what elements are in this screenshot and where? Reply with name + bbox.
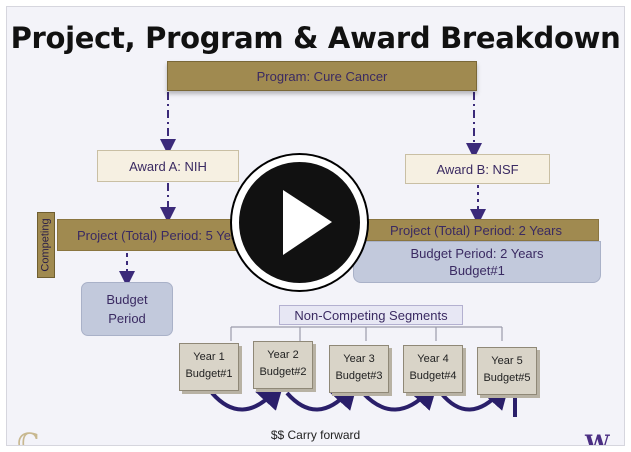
award-b-box: Award B: NSF (405, 154, 550, 184)
year-budget: Budget#4 (409, 370, 457, 382)
carry-forward-arrows (210, 380, 517, 417)
competing-text: Competing (40, 218, 53, 272)
competing-label: Competing (37, 212, 55, 278)
play-button[interactable] (232, 155, 367, 290)
carry-forward-caption: $$ Carry forward (270, 428, 361, 442)
year-budget: Budget#1 (185, 368, 233, 380)
year-box: Year 3 Budget#3 (329, 345, 389, 393)
project-b-period: Project (Total) Period: 2 Years (353, 219, 599, 241)
budget-a-line1: Budget (106, 292, 148, 307)
budget-a-line2: Period (108, 311, 146, 326)
year-label: Year 1 (193, 351, 225, 363)
year-label: Year 2 (267, 349, 299, 361)
year-label: Year 4 (417, 353, 449, 365)
budget-b-line2: Budget#1 (449, 263, 505, 278)
budget-a-box: Budget Period (81, 282, 173, 336)
award-a-box: Award A: NIH (97, 150, 239, 182)
slide: Project, Program & Award Breakdown (6, 6, 625, 446)
budget-b-box: Budget Period: 2 Years Budget#1 (353, 241, 601, 283)
year-box: Year 5 Budget#5 (477, 347, 537, 395)
year-label: Year 3 (343, 353, 375, 365)
program-box: Program: Cure Cancer (167, 61, 477, 91)
budget-b-line1: Budget Period: 2 Years (410, 246, 544, 261)
year-budget: Budget#3 (335, 370, 383, 382)
university-logo: W (585, 431, 610, 446)
segment-bracket (230, 326, 503, 341)
connector-lines (119, 92, 517, 417)
year-box: Year 1 Budget#1 (179, 343, 239, 391)
play-icon (283, 190, 332, 255)
year-box: Year 2 Budget#2 (253, 341, 313, 389)
university-seal-icon: ℂ (17, 427, 40, 446)
noncompeting-segments-label: Non-Competing Segments (279, 305, 463, 325)
slide-title: Project, Program & Award Breakdown (10, 21, 621, 55)
year-label: Year 5 (491, 355, 523, 367)
year-budget: Budget#2 (259, 366, 307, 378)
year-budget: Budget#5 (483, 372, 531, 384)
year-box: Year 4 Budget#4 (403, 345, 463, 393)
